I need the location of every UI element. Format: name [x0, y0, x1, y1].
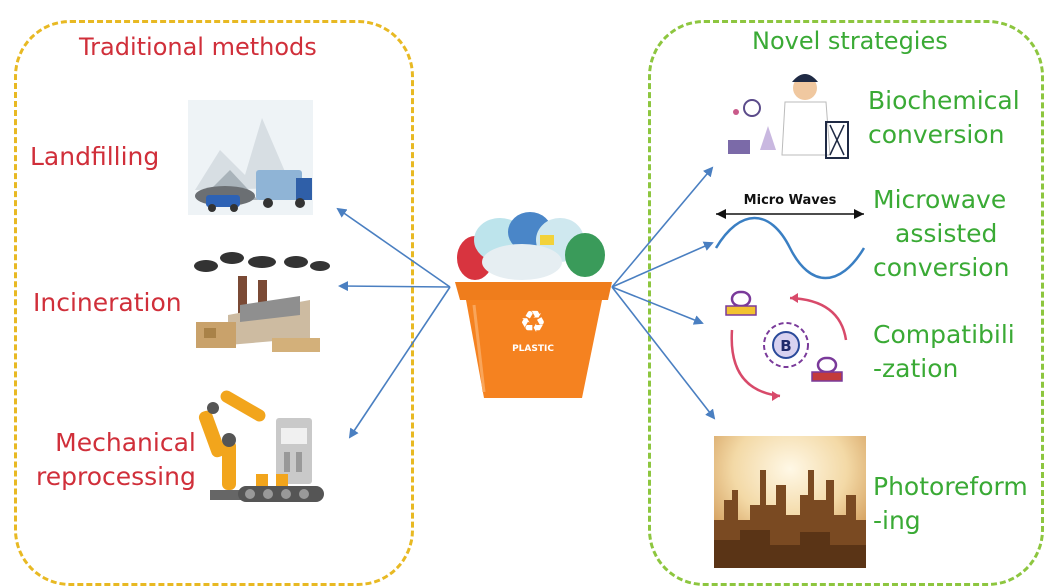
novel-strategies-title: Novel strategies — [752, 27, 948, 55]
svg-text:♻: ♻ — [520, 305, 547, 340]
bin-label: PLASTIC — [512, 344, 554, 354]
compatibilization-icon: B — [725, 290, 848, 401]
arrows — [336, 166, 716, 439]
biochemical-conversion-label: Biochemical conversion — [868, 86, 1020, 149]
arrow-compatibilization — [611, 286, 704, 325]
micro-waves-label: Micro Waves — [744, 193, 837, 208]
compat-badge: B — [780, 337, 791, 355]
compatibilization-label: Compatibili -zation — [873, 320, 1015, 383]
arrow-microwave — [611, 241, 714, 288]
arrow-incineration — [338, 281, 451, 292]
arrow-photoreforming — [611, 286, 716, 420]
microwave-icon: Micro Waves — [714, 193, 866, 280]
arrow-mechanical — [348, 286, 451, 439]
robot-arm-icon — [198, 390, 324, 502]
mechanical-reprocessing-label: Mechanical reprocessing — [36, 428, 196, 491]
arrow-landfilling — [336, 207, 451, 288]
photoreforming-label: Photoreform -ing — [873, 472, 1028, 535]
photoreforming-icon — [714, 436, 866, 568]
plastic-bin-icon: ♻ PLASTIC — [455, 212, 612, 398]
landfilling-label: Landfilling — [30, 142, 160, 171]
arrow-biochemical — [611, 166, 714, 288]
incineration-icon — [194, 252, 330, 352]
incineration-label: Incineration — [33, 288, 182, 317]
scientist-icon — [728, 74, 849, 159]
landfill-icon — [188, 100, 313, 215]
traditional-methods-title: Traditional methods — [79, 33, 317, 61]
microwave-assisted-conversion-label: Microwave assisted conversion — [873, 185, 1010, 282]
